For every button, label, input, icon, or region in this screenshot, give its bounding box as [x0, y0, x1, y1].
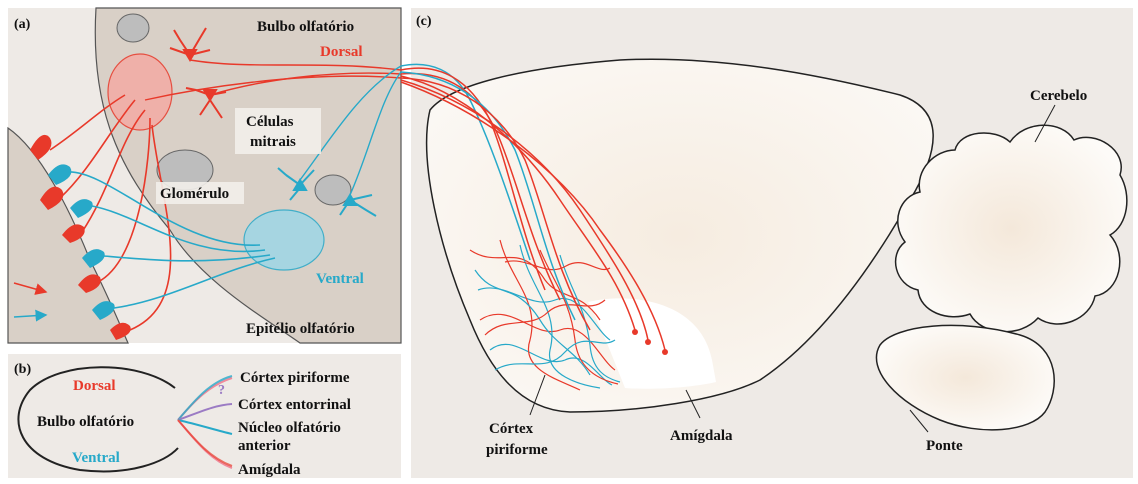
mitral-label-line1: Células: [246, 114, 294, 130]
glomerulus-ventral: [244, 210, 324, 270]
panel-b-dorsal: Dorsal: [73, 378, 116, 394]
panel-c-letter: (c): [416, 14, 432, 29]
piriform-label-line1: Córtex: [489, 421, 534, 437]
target-amygdala: Amígdala: [238, 462, 301, 478]
panel-b-ventral: Ventral: [72, 450, 120, 466]
panel-b: (b) Dorsal Bulbo olfatório Ventral ? Cór…: [8, 354, 401, 478]
panel-c: (c) Cerebelo Córtex piriforme Amígdala P…: [401, 8, 1133, 478]
panel-b-letter: (b): [14, 362, 31, 377]
target-nucleus-line1: Núcleo olfatório: [238, 420, 341, 436]
dorsal-label: Dorsal: [320, 44, 363, 60]
target-piriform: Córtex piriforme: [240, 370, 350, 386]
panel-a: (a) Bulbo olfatório Dorsal Células mitra…: [8, 8, 401, 343]
ventral-label: Ventral: [316, 271, 364, 287]
target-entorhinal: Córtex entorrinal: [238, 397, 351, 413]
epithelium-label: Epitélio olfatório: [246, 321, 355, 337]
cerebellum-label: Cerebelo: [1030, 88, 1087, 104]
pons-label: Ponte: [926, 438, 963, 454]
glomerulus-grey-1: [117, 14, 149, 42]
amygdala-label: Amígdala: [670, 428, 733, 444]
glomerulus-label: Glomérulo: [160, 186, 229, 202]
glomerulus-dorsal: [108, 54, 172, 130]
piriform-label-line2: piriforme: [486, 442, 548, 458]
panel-a-letter: (a): [14, 17, 31, 32]
panel-b-bulb: Bulbo olfatório: [37, 414, 134, 430]
bulb-title: Bulbo olfatório: [257, 19, 354, 35]
mitral-label-line2: mitrais: [250, 134, 296, 150]
target-nucleus-line2: anterior: [238, 438, 291, 454]
question-mark: ?: [218, 383, 225, 398]
